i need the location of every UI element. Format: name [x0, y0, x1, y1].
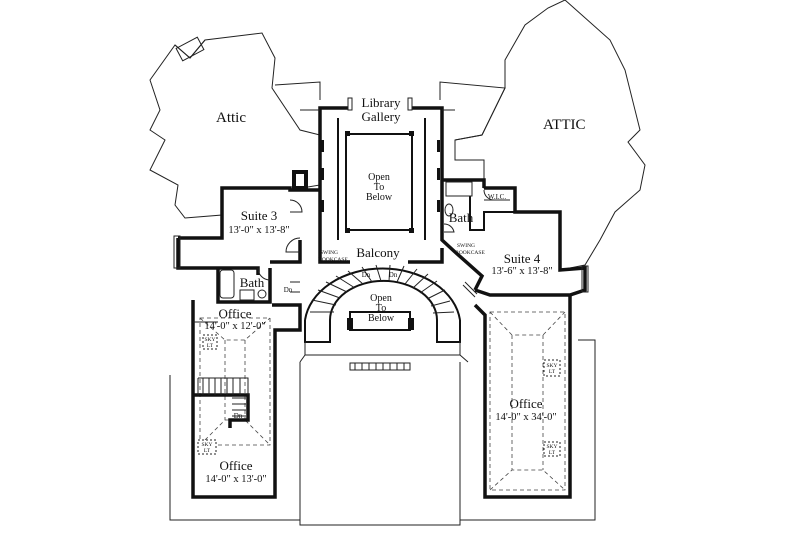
office-right-dims: 14'-0" x 34'-0"	[495, 412, 556, 423]
office-upper-walls	[191, 300, 302, 499]
bath-right-label: Bath	[449, 210, 474, 225]
library-gallery	[300, 97, 455, 248]
skylight-right-upper-line2: LT	[549, 369, 556, 375]
skylight-right-lower-line2: LT	[549, 450, 556, 456]
suite-4-dims: 13'-6" x 13'-8"	[491, 266, 552, 277]
open-to-below-top-line3: Below	[366, 192, 393, 203]
wic-label: W.I.C.	[488, 193, 506, 201]
bath-right	[442, 179, 515, 233]
balcony-label: Balcony	[356, 245, 400, 260]
skylight-right-lower-line1: SKY	[546, 444, 557, 450]
bath-left	[216, 267, 272, 304]
skylight-left-lower-line2: LT	[204, 448, 211, 454]
open-to-below-bottom-line1: Open	[370, 293, 392, 304]
swing-bookcase-right-line2: BOOKCASE	[455, 250, 485, 256]
skylight-right-upper-line1: SKY	[546, 363, 557, 369]
skylight-left-upper-line1: SKY	[204, 337, 215, 343]
attic-left-label: Attic	[216, 110, 246, 126]
skylight-left-lower-line1: SKY	[201, 442, 212, 448]
library-label-line1: Library	[362, 95, 401, 110]
office-upper-dims: 14'-0" x 12'-0"	[204, 321, 265, 332]
dn-label-4: Dn	[234, 412, 243, 420]
open-to-below-top-line2: To	[374, 182, 384, 193]
office-upper-name: Office	[219, 306, 252, 321]
swing-bookcase-left-line1: SWING	[320, 250, 338, 256]
swing-bookcase-right-line1: SWING	[457, 243, 475, 249]
attic-right-label: ATTIC	[543, 117, 586, 133]
open-to-below-bottom-line2: To	[376, 303, 386, 314]
dn-label-2: Dn	[362, 271, 371, 279]
lower-roof	[169, 339, 596, 526]
suite-4-name: Suite 4	[504, 251, 541, 266]
office-lower-dims: 14'-0" x 13'-0"	[205, 474, 266, 485]
library-label-line2: Gallery	[362, 109, 401, 124]
attic-right-outline	[454, 0, 646, 271]
skylight-left-upper-line2: LT	[207, 343, 214, 349]
swing-bookcase-left-line2: BOOKCASE	[318, 257, 348, 263]
office-stair	[193, 377, 250, 455]
office-lower-name: Office	[220, 458, 253, 473]
open-to-below-bottom-line3: Below	[368, 313, 395, 324]
bath-left-label: Bath	[240, 275, 265, 290]
balcony-and-stair	[290, 248, 461, 343]
office-right-walls	[473, 295, 572, 499]
dn-label-1: Dn	[284, 286, 293, 294]
suite-3-name: Suite 3	[241, 208, 277, 223]
suite-4-walls	[440, 178, 589, 298]
dn-label-3: Dn	[389, 271, 398, 279]
suite-3-dims: 13'-0" x 13'-8"	[228, 225, 289, 236]
open-to-below-top-line1: Open	[368, 172, 390, 183]
office-right-name: Office	[510, 396, 543, 411]
